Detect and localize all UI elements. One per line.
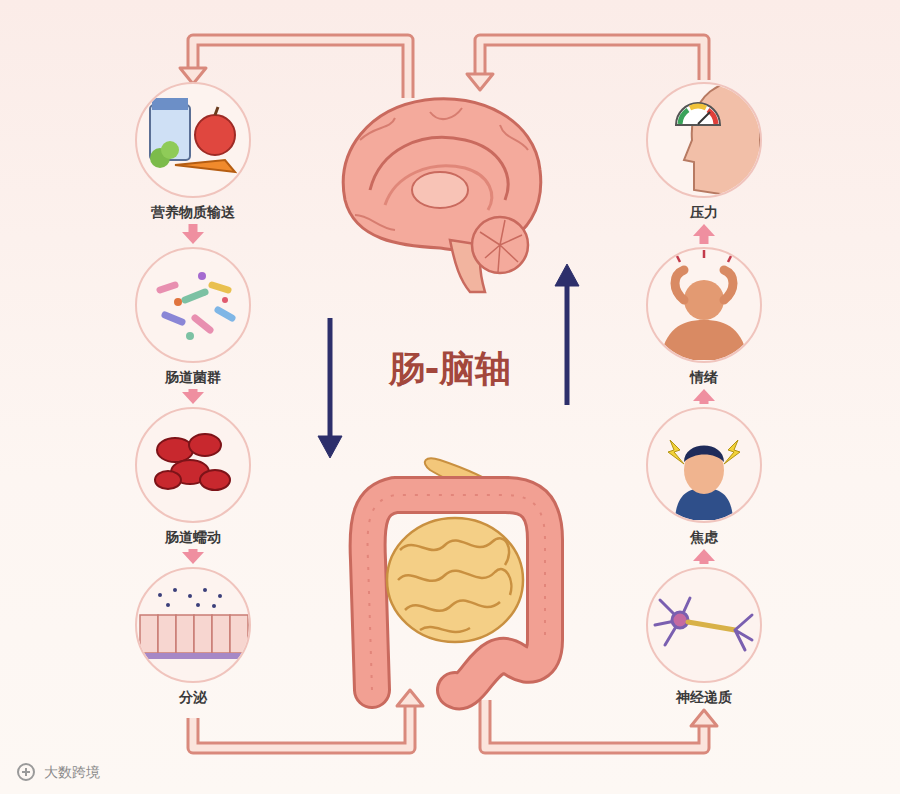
node-ring (646, 82, 762, 198)
brain (343, 99, 540, 292)
cycle-arrows (193, 40, 704, 748)
node-label: 情绪 (629, 368, 779, 386)
node-ring (646, 567, 762, 683)
circle-node: 神经递质 (629, 567, 779, 706)
emotion-icon (660, 250, 748, 360)
node-ring (135, 82, 251, 198)
node-label: 肠道蠕动 (118, 528, 268, 546)
node-ring (646, 247, 762, 363)
node-label: 神经递质 (629, 688, 779, 706)
watermark-logo (18, 764, 34, 780)
circle-node: 情绪 (629, 247, 779, 386)
circle-node: 肠道菌群 (118, 247, 268, 386)
node-label: 焦虑 (629, 528, 779, 546)
node-label: 肠道菌群 (118, 368, 268, 386)
node-ring (135, 247, 251, 363)
secretion-icon (135, 588, 255, 659)
node-ring (135, 407, 251, 523)
node-label: 压力 (629, 203, 779, 221)
circle-node: 分泌 (118, 567, 268, 706)
flow-arrow (693, 549, 715, 564)
circle-node: 焦虑 (629, 407, 779, 546)
circle-node: 肠道蠕动 (118, 407, 268, 546)
node-label: 分泌 (118, 688, 268, 706)
intestines (368, 458, 545, 691)
stress-icon (676, 80, 760, 200)
bacteria-icon (160, 272, 232, 340)
circle-node: 压力 (629, 82, 779, 221)
flow-arrow (693, 224, 715, 244)
axis-arrows (318, 264, 579, 458)
neuron-icon (655, 598, 752, 650)
flow-arrow (182, 224, 204, 244)
diagram-title: 肠-脑轴 (360, 346, 540, 392)
node-ring (135, 567, 251, 683)
node-label: 营养物质输送 (118, 203, 268, 221)
circle-node: 营养物质输送 (118, 82, 268, 221)
blood-cells-icon (155, 434, 230, 490)
flow-arrow (693, 389, 715, 404)
anxiety-icon (668, 440, 740, 520)
watermark: 大数跨境 (44, 763, 100, 781)
food-icon (150, 98, 235, 172)
flow-arrow (182, 389, 204, 404)
flow-arrow (182, 549, 204, 564)
node-ring (646, 407, 762, 523)
